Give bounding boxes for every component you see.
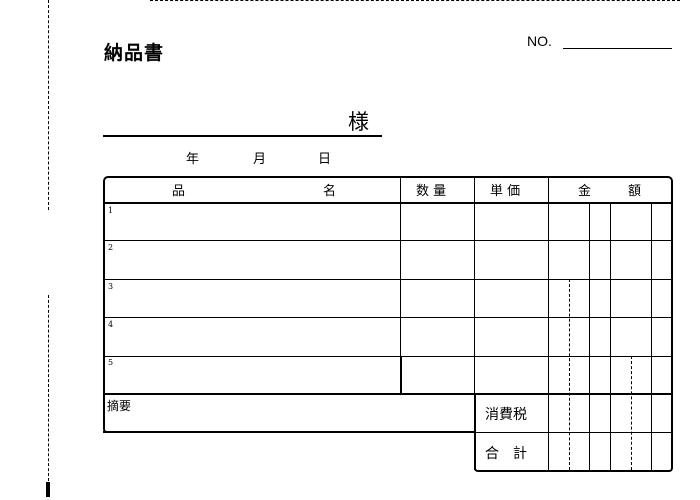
date-day-label: 日 [318, 152, 332, 167]
summary-box [474, 393, 673, 472]
col-line-amount-4 [651, 203, 652, 470]
memo-field[interactable] [103, 393, 476, 433]
header-unit-price: 単 価 [490, 184, 521, 199]
row-line-1 [103, 240, 671, 241]
tax-label: 消費税 [485, 407, 527, 423]
header-amount-2: 額 [628, 184, 642, 199]
form-title: 納品書 [104, 42, 165, 64]
row-number-3: 3 [108, 282, 114, 291]
perforation-left-lower [48, 295, 49, 481]
col-line-amount-3 [610, 203, 611, 470]
header-item-name-1: 品 [172, 184, 186, 199]
row-line-4 [103, 356, 671, 357]
col-dotted-1 [569, 279, 570, 470]
summary-divider [474, 432, 671, 433]
col-line-unit-price [474, 176, 475, 393]
col-line-quantity-bold [400, 356, 402, 394]
date-year-label: 年 [186, 152, 200, 167]
header-divider [103, 202, 671, 204]
number-field[interactable] [563, 48, 672, 49]
date-month-label: 月 [253, 152, 267, 167]
perforation-top [150, 0, 680, 1]
row-line-2 [103, 279, 671, 280]
row-number-1: 1 [108, 206, 114, 215]
row-number-4: 4 [108, 320, 114, 329]
col-line-amount-2 [589, 203, 590, 470]
header-amount-1: 金 [578, 184, 592, 199]
customer-honorific: 様 [348, 110, 369, 134]
items-bottom-line [103, 393, 671, 395]
memo-label: 摘要 [107, 399, 132, 413]
col-line-quantity [400, 176, 401, 393]
row-line-3 [103, 317, 671, 318]
perforation-left-upper [48, 0, 49, 210]
row-number-5: 5 [108, 358, 114, 367]
edge-mark [46, 482, 50, 497]
customer-name-field[interactable] [103, 135, 382, 137]
total-label: 合 計 [485, 446, 527, 462]
header-item-name-2: 名 [323, 184, 337, 199]
row-number-2: 2 [108, 243, 114, 252]
header-quantity: 数 量 [416, 184, 447, 199]
items-table [103, 176, 673, 394]
col-dotted-2 [631, 356, 632, 470]
col-line-amount [548, 176, 549, 470]
number-label: NO. [527, 33, 552, 49]
